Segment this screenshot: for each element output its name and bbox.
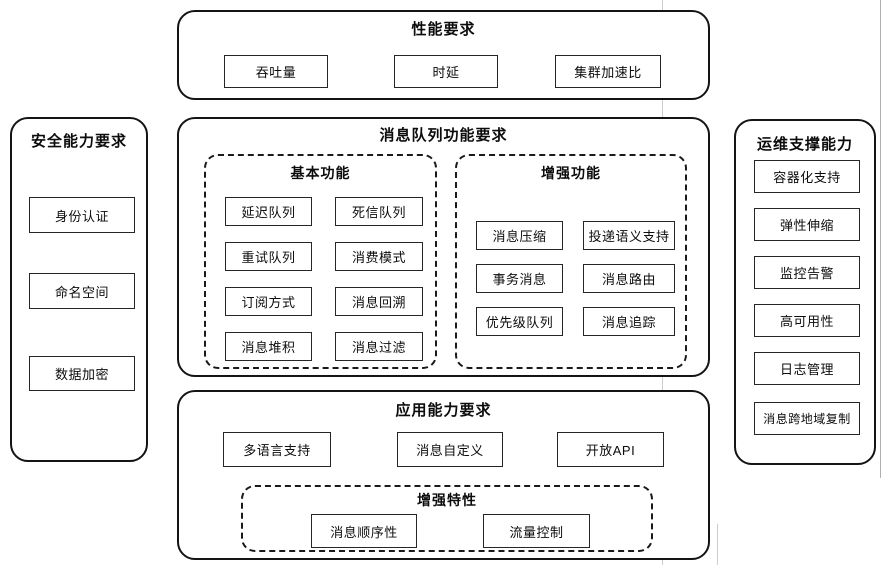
item-message-customization: 消息自定义 (397, 432, 503, 467)
item-delay-queue: 延迟队列 (225, 197, 312, 226)
panel-security-title: 安全能力要求 (30, 133, 127, 150)
item-cross-region-replication: 消息跨地域复制 (754, 402, 860, 435)
group-enhanced-functions-title: 增强功能 (541, 165, 601, 181)
panel-application: 应用能力要求 多语言支持 消息自定义 开放API 增强特性 消息顺序性 流量控制 (177, 390, 710, 560)
item-flow-control: 流量控制 (483, 514, 590, 548)
panel-performance: 性能要求 吞吐量 时延 集群加速比 (177, 10, 710, 100)
panel-security: 安全能力要求 身份认证 命名空间 数据加密 (10, 117, 148, 462)
item-message-accumulation: 消息堆积 (225, 332, 312, 361)
item-message-tracing: 消息追踪 (583, 307, 675, 336)
item-data-encryption: 数据加密 (29, 356, 135, 391)
item-containerization-support: 容器化支持 (754, 160, 860, 193)
item-retry-queue: 重试队列 (225, 242, 312, 271)
panel-application-title: 应用能力要求 (395, 402, 492, 419)
group-basic-functions: 基本功能 延迟队列 死信队列 重试队列 消费模式 订阅方式 消息回溯 消息堆积 … (204, 154, 437, 369)
item-throughput: 吞吐量 (224, 55, 328, 88)
panel-mq-functions: 消息队列功能要求 基本功能 延迟队列 死信队列 重试队列 消费模式 订阅方式 消… (177, 117, 710, 377)
panel-ops-support-title: 运维支撑能力 (756, 136, 853, 153)
item-priority-queue: 优先级队列 (476, 307, 563, 336)
group-enhanced-functions: 增强功能 消息压缩 投递语义支持 事务消息 消息路由 优先级队列 消息追踪 (455, 154, 687, 369)
item-message-compression: 消息压缩 (476, 221, 563, 250)
item-high-availability: 高可用性 (754, 304, 860, 337)
page-edge-line (880, 0, 881, 478)
item-open-api: 开放API (557, 432, 664, 467)
item-elastic-scaling: 弹性伸缩 (754, 208, 860, 241)
item-transactional-message: 事务消息 (476, 264, 563, 293)
item-identity-authentication: 身份认证 (29, 197, 135, 233)
item-namespace: 命名空间 (29, 273, 135, 309)
group-basic-functions-title: 基本功能 (290, 165, 351, 181)
item-message-rewind: 消息回溯 (335, 287, 423, 316)
item-dead-letter-queue: 死信队列 (335, 197, 423, 226)
panel-mq-functions-title: 消息队列功能要求 (379, 127, 508, 144)
item-message-filter: 消息过滤 (335, 332, 423, 361)
item-message-routing: 消息路由 (583, 264, 675, 293)
item-log-management: 日志管理 (754, 352, 860, 385)
panel-ops-support: 运维支撑能力 容器化支持 弹性伸缩 监控告警 高可用性 日志管理 消息跨地域复制 (734, 119, 876, 465)
item-subscription-method: 订阅方式 (225, 287, 312, 316)
item-delivery-semantics-support: 投递语义支持 (583, 221, 675, 250)
item-message-ordering: 消息顺序性 (311, 514, 417, 548)
panel-performance-title: 性能要求 (411, 21, 476, 38)
group-enhanced-features-title: 增强特性 (417, 492, 477, 508)
item-monitoring-alerting: 监控告警 (754, 256, 860, 289)
group-enhanced-features: 增强特性 消息顺序性 流量控制 (241, 485, 653, 552)
item-consumption-mode: 消费模式 (335, 242, 423, 271)
item-latency: 时延 (394, 55, 498, 88)
item-cluster-speedup-ratio: 集群加速比 (555, 55, 661, 88)
item-multi-language-support: 多语言支持 (223, 432, 331, 467)
page-fold-line-bottom (717, 524, 718, 565)
